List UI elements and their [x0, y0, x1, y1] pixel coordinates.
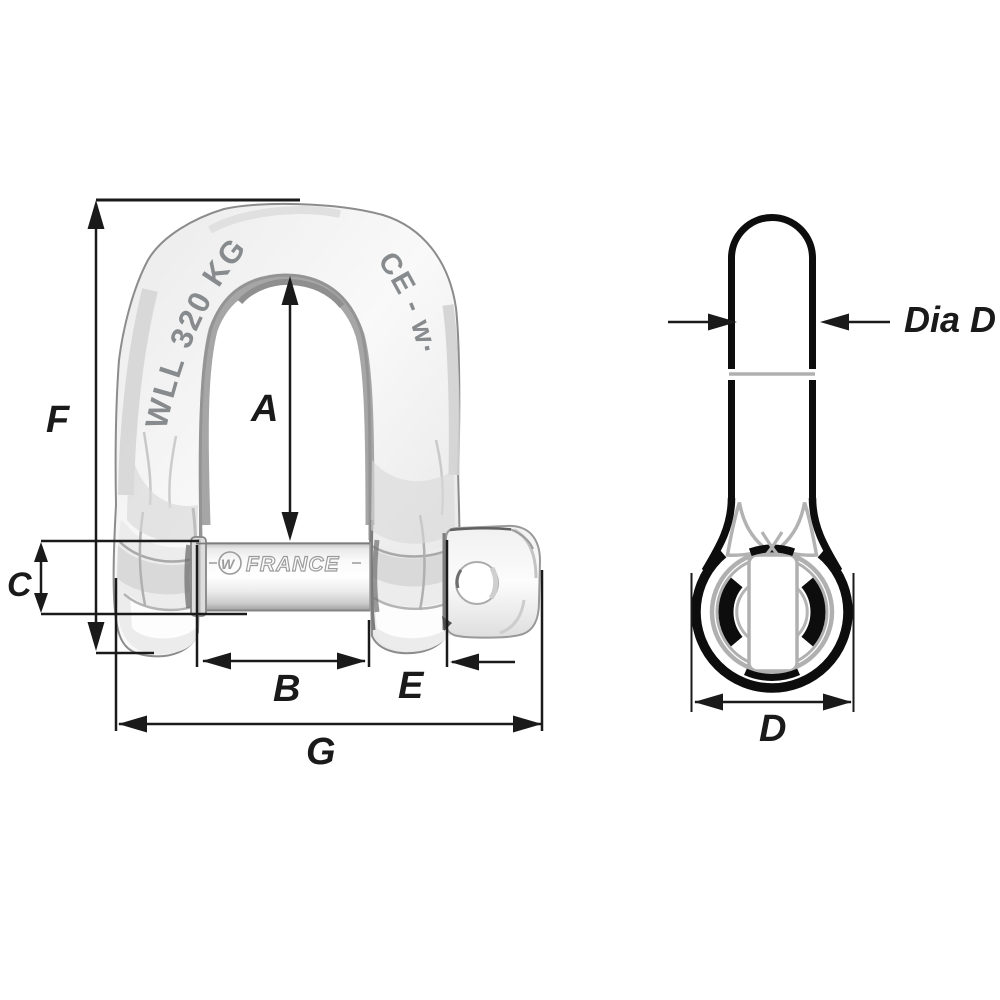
svg-text:Dia D: Dia D [904, 299, 996, 340]
svg-text:FRANCE: FRANCE [246, 553, 340, 576]
svg-text:D: D [759, 708, 786, 750]
svg-text:F: F [46, 399, 71, 441]
svg-text:B: B [273, 668, 300, 710]
svg-text:G: G [306, 731, 336, 773]
svg-text:A: A [250, 388, 278, 430]
svg-text:W: W [221, 556, 236, 572]
svg-text:C: C [7, 566, 32, 604]
svg-text:E: E [398, 665, 425, 707]
